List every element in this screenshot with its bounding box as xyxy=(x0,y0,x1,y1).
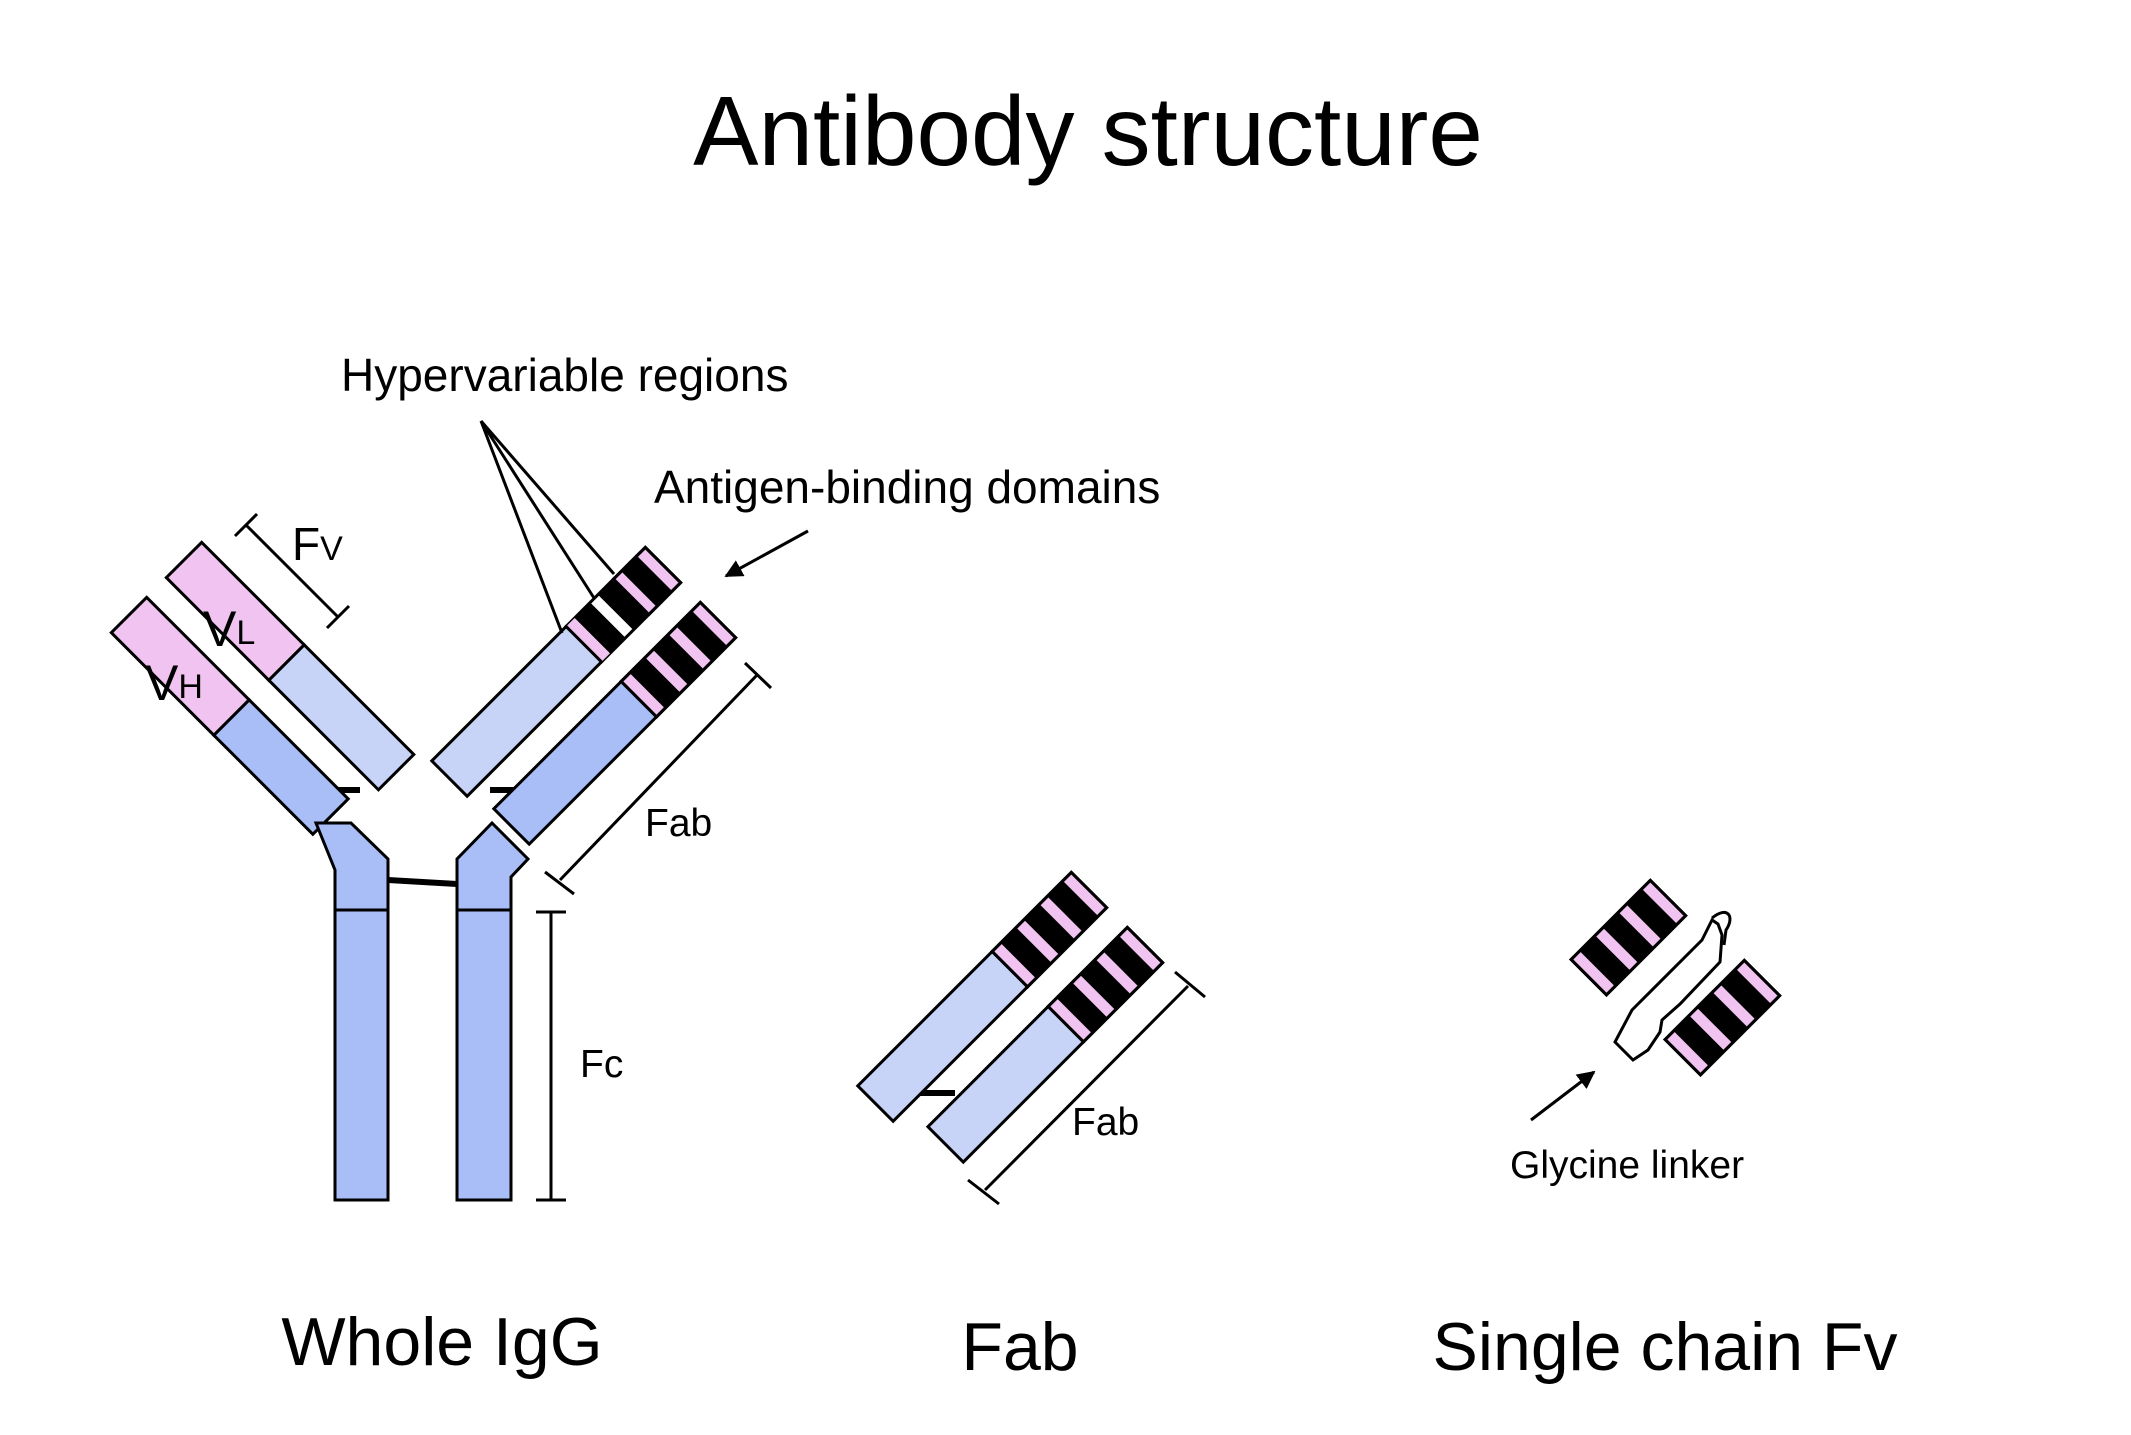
scfv-vl-domain xyxy=(1663,958,1782,1077)
fab-dim-label-fragment: Fab xyxy=(1072,1101,1139,1144)
fab-heavy-hv-band-3 xyxy=(1056,982,1108,1034)
hinge-disulfide xyxy=(387,877,458,887)
scfv-vh-hv-band-3 xyxy=(1579,935,1631,987)
fc-dimension xyxy=(536,910,566,1202)
right-heavy-chain-hinge xyxy=(455,820,531,912)
right-cl-domain xyxy=(429,624,604,799)
fab-light-hv-band-3 xyxy=(1000,927,1052,979)
fab-dim-label-igg: Fab xyxy=(645,802,712,845)
whole-igg-molecule: VL VH FV Fab Fc Hypervariable regions xyxy=(109,349,1160,1202)
fc-dim-label: Fc xyxy=(580,1043,623,1086)
vh-label: VH xyxy=(145,655,203,711)
left-ch1-domain xyxy=(211,697,351,837)
left-light-chain xyxy=(164,540,416,792)
right-heavy-chain-arm xyxy=(491,600,738,847)
scfv-vh-hv-band-1 xyxy=(1626,888,1678,940)
scfv-fragment: Glycine linker xyxy=(1510,878,1782,1187)
fab-light-chain xyxy=(855,870,1109,1124)
scfv-vh-hv-band-2 xyxy=(1602,912,1654,964)
vl-label: VL xyxy=(203,601,255,657)
scfv-panel-label: Single chain Fv xyxy=(1433,1309,1898,1385)
scfv-vl-hv-band-3 xyxy=(1673,1015,1725,1067)
right-vl-hv-band-3 xyxy=(574,602,626,654)
glycine-linker-arrow xyxy=(1530,1070,1596,1122)
right-vl-hv-band-2 xyxy=(597,579,649,631)
hypervariable-regions-label: Hypervariable regions xyxy=(341,349,788,401)
scfv-vl-hv-band-2 xyxy=(1696,992,1748,1044)
fab-ch1-domain xyxy=(925,1004,1086,1165)
right-vh-hv-band-3 xyxy=(629,657,681,709)
glycine-linker-loop xyxy=(1613,917,1724,1062)
fab-heavy-chain xyxy=(925,925,1165,1165)
left-cl-domain xyxy=(266,642,416,792)
diagram-title: Antibody structure xyxy=(693,76,1483,186)
fv-dimension xyxy=(233,512,351,630)
fab-dimension xyxy=(967,970,1206,1206)
fv-label: FV xyxy=(292,518,343,570)
left-heavy-chain-arm xyxy=(109,595,351,837)
fab-light-hv-band-2 xyxy=(1023,904,1075,956)
fab-fragment: Fab xyxy=(855,870,1206,1206)
fab-heavy-hv-band-2 xyxy=(1079,959,1131,1011)
right-heavy-chain-fc xyxy=(455,908,513,1202)
fab-light-hv-band-1 xyxy=(1047,880,1099,932)
right-light-chain xyxy=(429,545,683,799)
fab-cl-domain xyxy=(855,949,1030,1124)
glycine-linker-label: Glycine linker xyxy=(1510,1144,1744,1187)
right-vl-hv-band-1 xyxy=(621,555,673,607)
right-vh-hv-band-1 xyxy=(676,610,728,662)
antigen-binding-arrow xyxy=(724,529,809,578)
whole-igg-panel-label: Whole IgG xyxy=(281,1304,602,1380)
left-heavy-chain-fc xyxy=(333,908,390,1202)
fab-heavy-hv-band-1 xyxy=(1103,935,1155,987)
fab-panel-label: Fab xyxy=(961,1309,1078,1385)
antigen-binding-domains-label: Antigen-binding domains xyxy=(654,461,1160,513)
scfv-vl-hv-band-1 xyxy=(1720,968,1772,1020)
right-ch1-domain xyxy=(491,679,659,847)
scfv-vh-domain xyxy=(1569,878,1688,997)
left-heavy-chain-hinge xyxy=(313,821,390,912)
right-vh-hv-band-2 xyxy=(652,634,704,686)
fab-dimension-igg xyxy=(544,661,773,896)
hypervariable-pointer-lines xyxy=(479,420,616,634)
